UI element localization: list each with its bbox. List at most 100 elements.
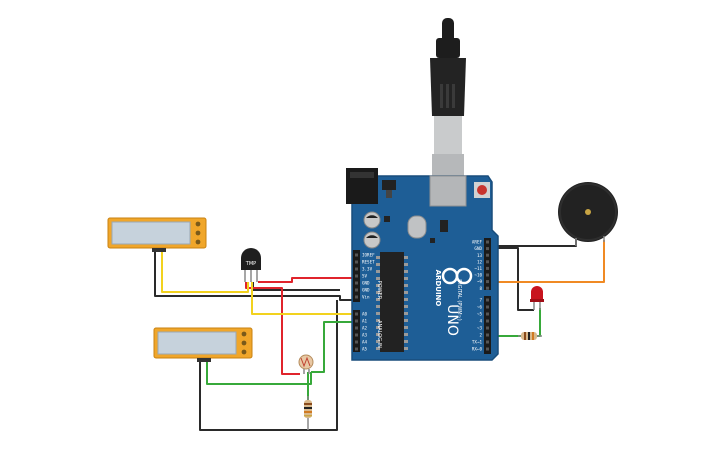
header-pin[interactable] bbox=[355, 253, 358, 257]
board-model: UNO bbox=[444, 304, 460, 336]
capacitor bbox=[363, 231, 381, 249]
header-pin[interactable] bbox=[355, 347, 358, 351]
header-pin[interactable] bbox=[486, 305, 489, 309]
wire-lcd1-gnd[interactable] bbox=[154, 250, 356, 301]
pin-label: ~5 bbox=[477, 312, 483, 317]
crystal bbox=[407, 215, 427, 239]
header-pin[interactable] bbox=[486, 312, 489, 316]
pin-label: GND bbox=[362, 288, 370, 293]
capacitor bbox=[363, 211, 381, 229]
resistor-ldr[interactable] bbox=[304, 396, 312, 430]
wire-buzzer-gnd[interactable] bbox=[492, 232, 577, 247]
header-pin[interactable] bbox=[355, 312, 358, 316]
header-pin[interactable] bbox=[355, 267, 358, 271]
chip-pin bbox=[376, 291, 380, 294]
wire-ldr-a1[interactable] bbox=[311, 321, 356, 373]
piezo-buzzer[interactable] bbox=[558, 182, 618, 246]
chip-pin bbox=[404, 305, 408, 308]
digital-label: DIGITAL (PWM~) bbox=[456, 279, 462, 321]
header-pin[interactable] bbox=[486, 298, 489, 302]
header-pin[interactable] bbox=[486, 286, 489, 290]
wire-led-gnd[interactable] bbox=[492, 247, 534, 311]
header-pin[interactable] bbox=[486, 326, 489, 330]
wire-5v[interactable] bbox=[258, 277, 356, 283]
header-pin[interactable] bbox=[355, 281, 358, 285]
chip-pin bbox=[404, 340, 408, 343]
wire-lcd1-signal[interactable] bbox=[161, 250, 249, 293]
header-pin[interactable] bbox=[486, 280, 489, 284]
chip-pin bbox=[376, 256, 380, 259]
power-label: POWER bbox=[376, 281, 382, 300]
chip-pin bbox=[376, 270, 380, 273]
pin-label: ~6 bbox=[477, 305, 483, 310]
pin-label: ~3 bbox=[477, 326, 483, 331]
pin-label: A0 bbox=[362, 312, 368, 317]
header-pin[interactable] bbox=[355, 288, 358, 292]
header-pin[interactable] bbox=[355, 319, 358, 323]
pin-label: 4 bbox=[479, 319, 482, 324]
wire-lcd2-gnd[interactable] bbox=[199, 358, 310, 431]
header-pin[interactable] bbox=[355, 340, 358, 344]
lcd-display-2[interactable] bbox=[153, 327, 253, 362]
chip-pin bbox=[376, 319, 380, 322]
analog-header[interactable] bbox=[353, 310, 360, 352]
digital-header-bottom[interactable] bbox=[484, 296, 491, 354]
arduino-uno-board[interactable]: ARDUINO UNO POWER ANALOG IN DIGITAL (PWM… bbox=[346, 168, 499, 361]
board-name: ARDUINO bbox=[434, 270, 442, 307]
header-pin[interactable] bbox=[355, 274, 358, 278]
wire-tmp-5v[interactable] bbox=[245, 282, 300, 375]
header-pin[interactable] bbox=[486, 340, 489, 344]
pin-label: 7 bbox=[479, 298, 482, 303]
pin-label: TX→1 bbox=[472, 340, 483, 345]
header-pin[interactable] bbox=[486, 253, 489, 257]
chip-pin bbox=[376, 298, 380, 301]
header-pin[interactable] bbox=[355, 326, 358, 330]
lcd-screen bbox=[111, 221, 191, 245]
wire-gnd-bus[interactable] bbox=[310, 300, 338, 431]
chip-pin bbox=[404, 256, 408, 259]
pin-label: Vin bbox=[362, 295, 370, 300]
pin-label: 2 bbox=[479, 333, 482, 338]
led[interactable] bbox=[530, 286, 544, 310]
wire-led-pin2[interactable] bbox=[494, 308, 541, 337]
usb-cable[interactable] bbox=[430, 18, 466, 184]
pin-label: 3.3V bbox=[362, 267, 373, 272]
chip-pin bbox=[376, 333, 380, 336]
pin-label: A5 bbox=[362, 347, 368, 352]
header-pin[interactable] bbox=[486, 260, 489, 264]
chip-pin bbox=[376, 312, 380, 315]
header-pin[interactable] bbox=[486, 347, 489, 351]
usb-port bbox=[429, 175, 467, 207]
chip-pin bbox=[376, 263, 380, 266]
analog-label: ANALOG IN bbox=[376, 320, 382, 348]
header-pin[interactable] bbox=[486, 240, 489, 244]
pin-label: 5V bbox=[362, 274, 368, 279]
pin-label: ~10 bbox=[474, 273, 482, 278]
header-pin[interactable] bbox=[355, 295, 358, 299]
digital-header-top[interactable] bbox=[484, 238, 491, 290]
header-pin[interactable] bbox=[486, 273, 489, 277]
header-pin[interactable] bbox=[355, 260, 358, 264]
header-pin[interactable] bbox=[486, 266, 489, 270]
chip-pin bbox=[376, 326, 380, 329]
header-pin[interactable] bbox=[486, 247, 489, 251]
header-pin[interactable] bbox=[486, 333, 489, 337]
chip-pin bbox=[376, 340, 380, 343]
temperature-sensor[interactable]: TMP bbox=[241, 248, 261, 282]
photoresistor[interactable] bbox=[298, 354, 314, 374]
wire-buzzer-pin9[interactable] bbox=[492, 240, 605, 283]
wire-lcd2-signal[interactable] bbox=[206, 358, 312, 385]
arduino-logo bbox=[441, 267, 473, 285]
wire-tmp-a0[interactable] bbox=[251, 282, 356, 315]
chip-pin bbox=[404, 319, 408, 322]
pin-label: 13 bbox=[477, 253, 483, 258]
chip-pin bbox=[404, 333, 408, 336]
chip-pin bbox=[404, 298, 408, 301]
chip-pin bbox=[404, 263, 408, 266]
header-pin[interactable] bbox=[486, 319, 489, 323]
atmega-chip bbox=[380, 252, 404, 352]
header-pin[interactable] bbox=[355, 333, 358, 337]
chip-pin bbox=[376, 284, 380, 287]
resistor-led[interactable] bbox=[518, 332, 542, 340]
lcd-display-1[interactable] bbox=[107, 217, 207, 252]
